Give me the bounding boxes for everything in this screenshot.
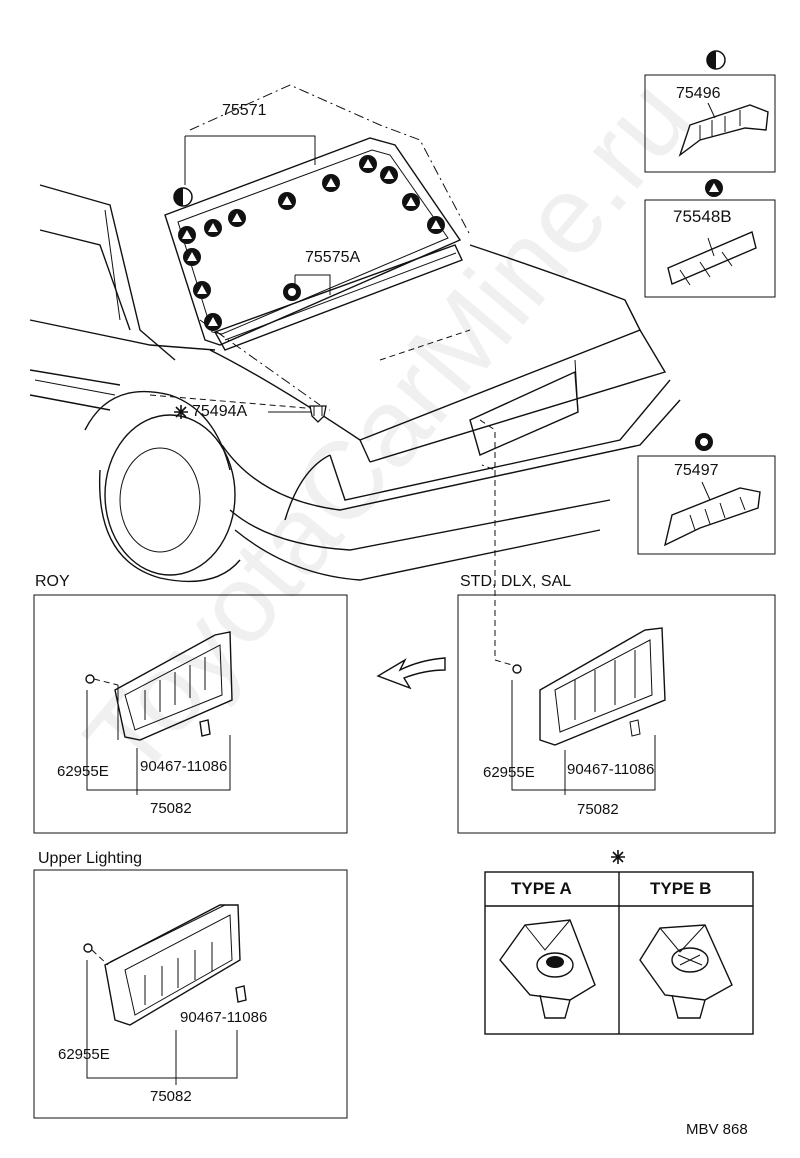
ring-icon-75497: [695, 433, 713, 451]
std-assembly-label: 75082: [577, 801, 619, 818]
type-b-header: TYPE B: [650, 879, 712, 898]
label-75496: 75496: [676, 85, 721, 102]
roy-assembly-label: 75082: [150, 800, 192, 817]
label-75575a: 75575A: [305, 249, 361, 266]
label-75497: 75497: [674, 462, 719, 479]
roy-screw-label: 90467-11086: [140, 758, 228, 775]
upper-lighting-box: [33, 869, 348, 1119]
type-table: [484, 850, 754, 1035]
half-circle-icon: [173, 187, 193, 207]
part-75548b-box: [644, 179, 776, 298]
std-screw-label: 90467-11086: [567, 761, 655, 778]
type-a-header: TYPE A: [511, 879, 572, 898]
label-75571: 75571: [222, 102, 267, 119]
asterisk-icon-types: [611, 850, 625, 864]
half-circle-icon-75496: [706, 50, 726, 70]
label-75548b: 75548B: [673, 207, 732, 226]
std-clip-label: 62955E: [483, 764, 535, 781]
leader-lines: [184, 135, 331, 413]
std-title: STD, DLX, SAL: [460, 573, 572, 590]
triangle-markers: [178, 155, 445, 331]
transition-arrow: [376, 657, 446, 690]
upper-title: Upper Lighting: [38, 850, 143, 867]
asterisk-icon: [174, 405, 188, 419]
ring-icon: [283, 283, 301, 301]
upper-clip-label: 62955E: [58, 1046, 110, 1063]
label-75494a: 75494A: [192, 403, 248, 420]
roy-title: ROY: [35, 573, 70, 590]
diagram-code: MBV 868: [686, 1121, 748, 1138]
std-box: [457, 594, 776, 834]
triangle-icon-75548b: [705, 179, 723, 197]
part-75496-box: [644, 50, 776, 173]
upper-screw-label: 90467-11086: [180, 1009, 268, 1026]
roy-box: [33, 594, 348, 834]
part-75497-box: [637, 433, 776, 555]
car-body-drawing: [29, 84, 681, 666]
upper-assembly-label: 75082: [150, 1088, 192, 1105]
roy-clip-label: 62955E: [57, 763, 109, 780]
clip-75494a-part: [309, 405, 327, 423]
